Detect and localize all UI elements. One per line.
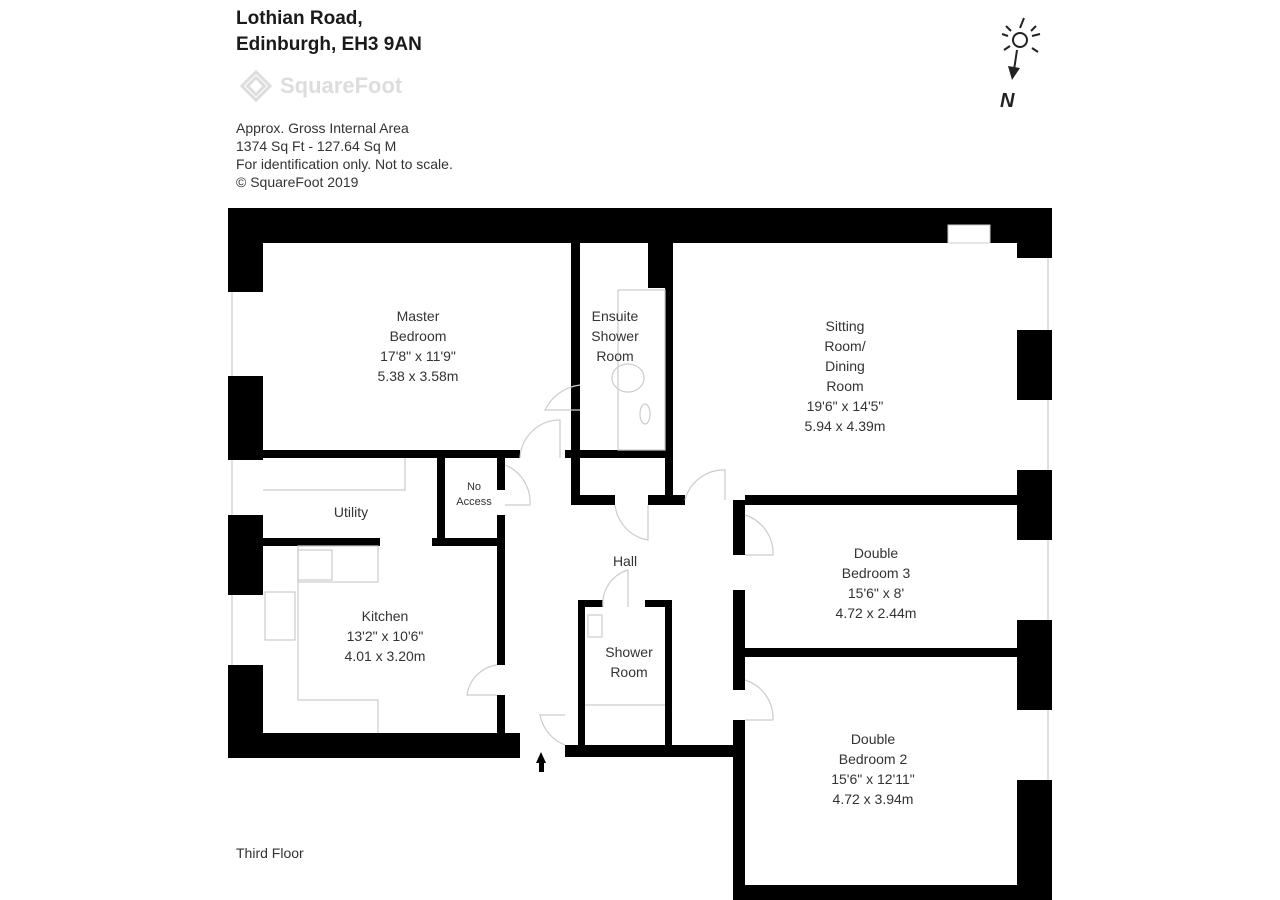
room-name: Sitting <box>825 318 865 334</box>
room-sitting-dining: Sitting Room/ Dining Room 19'6" x 14'5" … <box>805 316 886 436</box>
room-name: Bedroom 3 <box>841 565 911 581</box>
chimney-breast <box>947 224 991 244</box>
room-name: Double <box>850 731 896 747</box>
logo-diamond-icon <box>239 69 273 103</box>
logo-text: SquareFoot <box>280 73 403 98</box>
entrance-arrow-stem <box>539 762 544 772</box>
fixtures-and-doors <box>231 258 1049 780</box>
area-value: 1374 Sq Ft - 127.64 Sq M <box>236 138 397 154</box>
room-dimensions-metric: 4.01 x 3.20m <box>344 648 426 664</box>
room-dimensions-metric: 5.94 x 4.39m <box>804 418 886 434</box>
floor-label: Third Floor <box>236 845 304 861</box>
room-no-access: No Access <box>456 480 491 510</box>
room-name: Hall <box>612 553 638 569</box>
north-sun-compass-icon <box>1001 17 1041 80</box>
room-kitchen: Kitchen 13'2" x 10'6" 4.01 x 3.20m <box>345 606 426 666</box>
room-name: No <box>466 481 482 493</box>
walls <box>228 208 1052 900</box>
room-double-bedroom-3: Double Bedroom 3 15'6" x 8' 4.72 x 2.44m <box>836 543 917 623</box>
room-name: Double <box>853 545 899 561</box>
room-dimensions-imperial: 13'2" x 10'6" <box>346 628 424 644</box>
address-line-2: Edinburgh, EH3 9AN <box>236 34 422 55</box>
entrance-arrow-icon <box>536 752 546 763</box>
room-dimensions-imperial: 19'6" x 14'5" <box>806 398 884 414</box>
room-utility: Utility <box>334 502 368 522</box>
room-ensuite: Ensuite Shower Room <box>591 306 638 366</box>
squarefoot-logo: SquareFoot <box>236 66 402 106</box>
room-name: Room <box>596 348 634 364</box>
room-name: Bedroom <box>389 328 447 344</box>
address: Lothian Road, Edinburgh, EH3 9AN <box>236 6 422 58</box>
room-dimensions-imperial: 17'8" x 11'9" <box>380 348 456 364</box>
room-name: Room <box>610 664 648 680</box>
room-dimensions-metric: 4.72 x 3.94m <box>832 791 914 807</box>
address-line-1: Lothian Road, <box>236 8 363 29</box>
room-name: Access <box>456 496 492 508</box>
room-name: Shower <box>591 328 639 344</box>
compass: N <box>990 8 1050 113</box>
room-double-bedroom-2: Double Bedroom 2 15'6" x 12'11" 4.72 x 3… <box>831 729 915 809</box>
copyright: © SquareFoot 2019 <box>236 174 359 190</box>
room-dimensions-metric: 5.38 x 3.58m <box>377 368 459 384</box>
room-hall: Hall <box>613 551 637 571</box>
room-name: Shower <box>605 644 653 660</box>
room-name: Room <box>826 378 864 394</box>
room-name: Bedroom 2 <box>838 751 908 767</box>
room-name: Utility <box>333 504 369 520</box>
room-dimensions-metric: 4.72 x 2.44m <box>835 605 917 621</box>
room-dimensions-imperial: 15'6" x 8' <box>847 585 905 601</box>
north-label: N <box>1000 90 1015 112</box>
room-name: Dining <box>825 358 865 374</box>
room-name: Kitchen <box>361 608 409 624</box>
area-info: Approx. Gross Internal Area 1374 Sq Ft -… <box>236 119 453 191</box>
room-name: Room/ <box>824 338 866 354</box>
room-name: Ensuite <box>591 308 639 324</box>
room-dimensions-imperial: 15'6" x 12'11" <box>831 771 915 787</box>
room-master-bedroom: Master Bedroom 17'8" x 11'9" 5.38 x 3.58… <box>378 306 459 386</box>
area-info-title: Approx. Gross Internal Area <box>236 120 409 136</box>
room-shower: Shower Room <box>605 642 652 682</box>
disclaimer: For identification only. Not to scale. <box>236 156 453 172</box>
room-name: Master <box>396 308 440 324</box>
